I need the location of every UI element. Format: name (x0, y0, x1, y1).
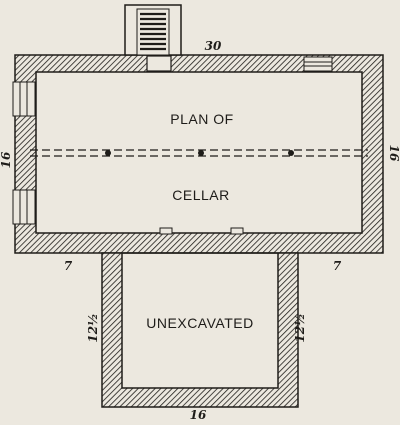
wall-openings (159, 227, 244, 235)
cellar-walls (14, 54, 384, 254)
dimension-bottom-right: 7 (333, 259, 342, 273)
post (198, 150, 204, 156)
left-windows (12, 81, 36, 225)
plan-title: PLAN OF (170, 111, 233, 127)
dimension-bottom-left: 7 (64, 259, 73, 273)
room-label-unexcavated: UNEXCAVATED (146, 315, 253, 331)
top-window (303, 56, 333, 72)
post (288, 150, 294, 156)
stair (124, 4, 182, 72)
room-label-cellar: CELLAR (172, 187, 229, 203)
dimension-left: 16 (0, 151, 13, 168)
dimension-annex-right: 12½ (293, 313, 307, 342)
girder-line (30, 149, 368, 157)
dimension-annex-bottom: 16 (190, 408, 207, 422)
post (105, 150, 111, 156)
annex-walls (101, 252, 299, 408)
dimension-top: 30 (205, 39, 222, 53)
dimension-annex-left: 12½ (86, 313, 100, 342)
dimension-right: 16 (387, 145, 400, 162)
